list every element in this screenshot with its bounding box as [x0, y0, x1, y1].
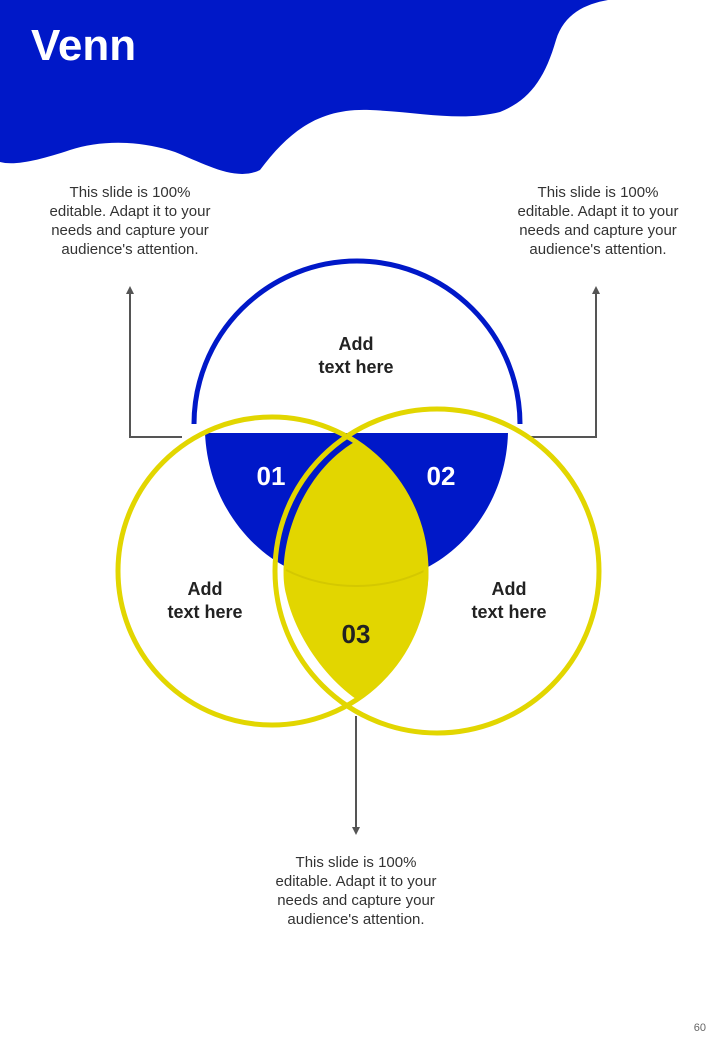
segment-03-fill	[283, 441, 429, 699]
note-top-right: This slide is 100% editable. Adapt it to…	[517, 184, 679, 258]
connector-top-left	[126, 286, 182, 438]
header-wave-shape	[0, 0, 608, 174]
circle-label-left: Add text here	[167, 579, 243, 622]
note-top-left: This slide is 100% editable. Adapt it to…	[49, 184, 211, 258]
slide-title: Venn	[31, 21, 137, 70]
connector-top-right	[530, 286, 600, 438]
header-wave-banner	[0, 0, 608, 174]
right-circle-outline	[272, 406, 602, 736]
left-circle-outline	[115, 414, 429, 728]
page-number: 60	[693, 1022, 706, 1034]
segment-number-02: 02	[426, 461, 456, 491]
segment-03-divider	[285, 569, 427, 588]
circle-label-top: Add text here	[318, 334, 394, 377]
circle-label-right: Add text here	[471, 579, 547, 622]
segment-number-01: 01	[256, 461, 286, 491]
top-circle-outline	[191, 258, 523, 425]
segment-number-03: 03	[341, 619, 371, 649]
note-bottom: This slide is 100% editable. Adapt it to…	[275, 854, 437, 928]
